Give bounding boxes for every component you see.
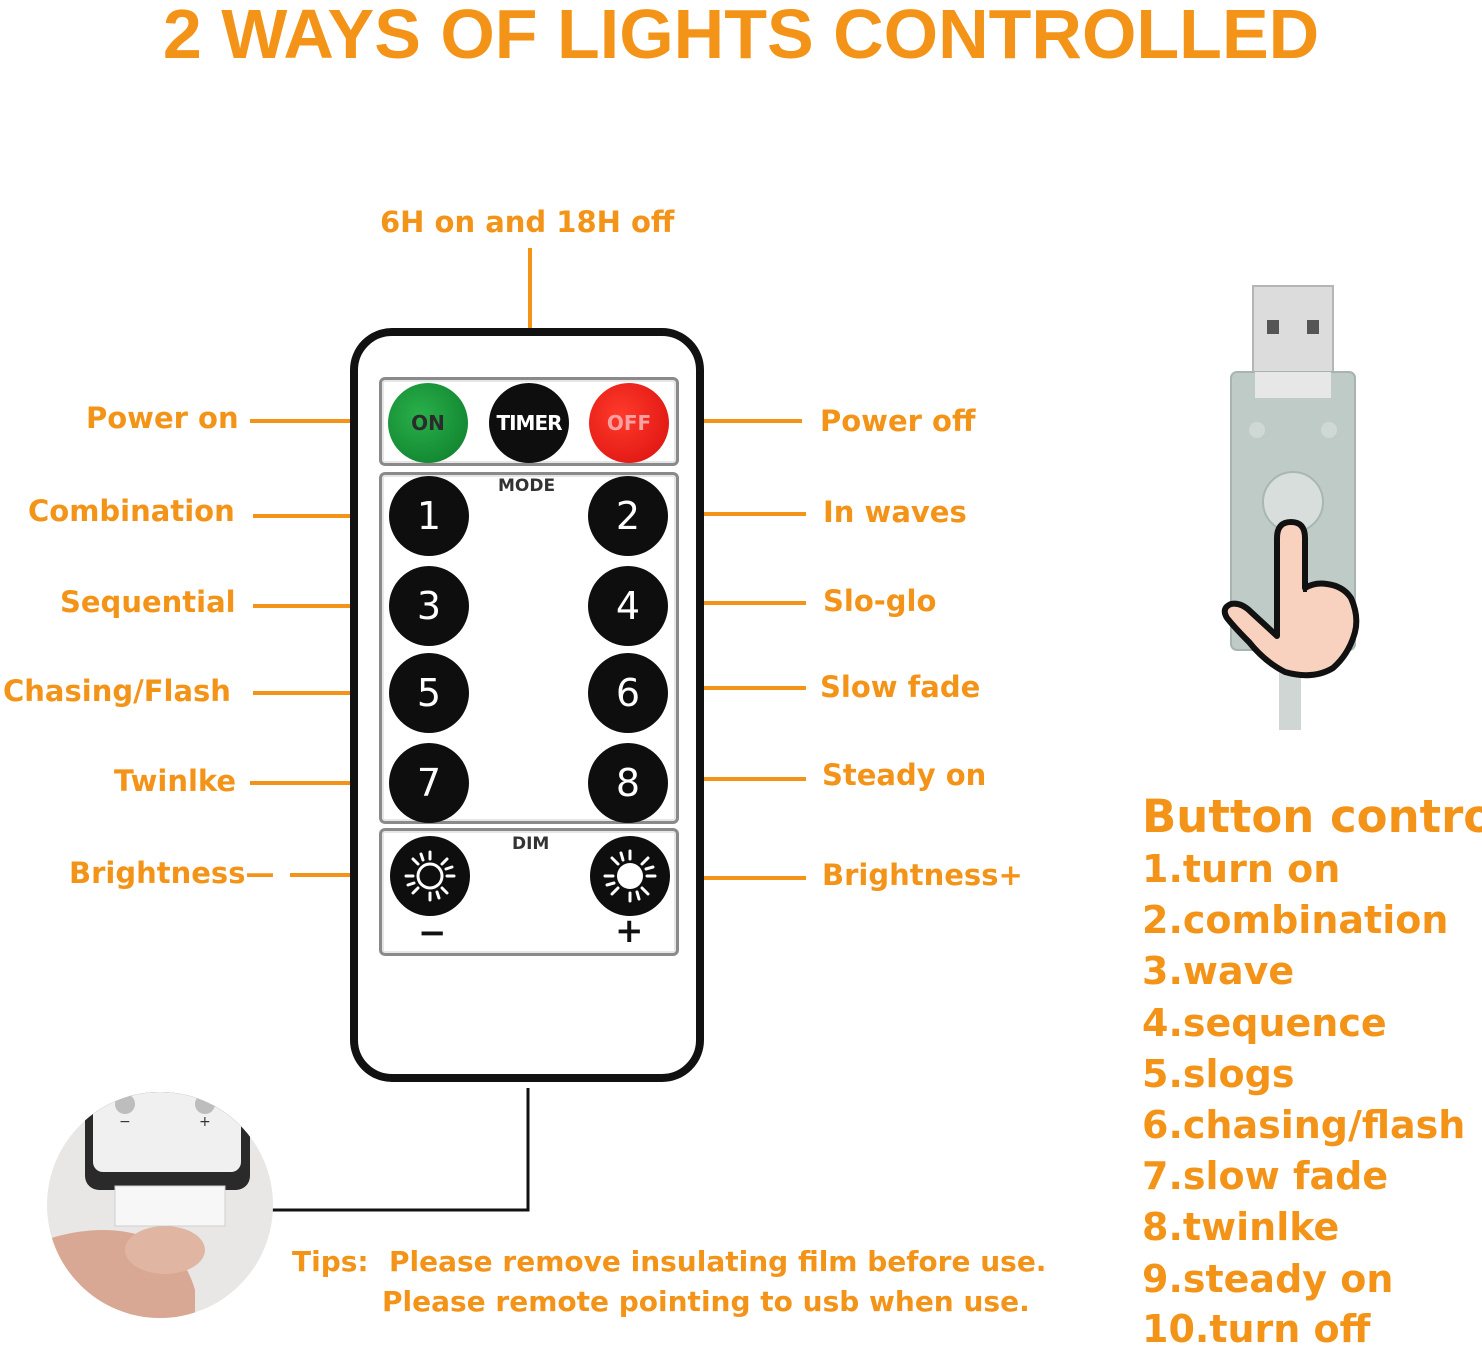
mode-button-1[interactable]: 1 (389, 476, 469, 556)
svg-text:−: − (119, 1114, 131, 1130)
brightness-plus-button[interactable] (590, 836, 670, 916)
battery-photo-icon: − + (47, 1092, 273, 1318)
mode-button-7[interactable]: 7 (389, 743, 469, 823)
label-sequential: Sequential (60, 585, 236, 619)
button-control-title: Button control (1142, 790, 1482, 843)
sun-bright-icon (603, 849, 657, 903)
label-twinkle: Twinlke (114, 764, 237, 798)
label-slo-glo: Slo-glo (823, 584, 937, 618)
dim-panel (379, 828, 679, 956)
label-in-waves: In waves (823, 495, 967, 529)
label-power-off: Power off (820, 404, 976, 438)
button-control-item: 4.sequence (1142, 1001, 1387, 1045)
tips-prefix: Tips: (292, 1245, 369, 1278)
mode-button-5[interactable]: 5 (389, 653, 469, 733)
plus-sign: + (615, 911, 644, 951)
dim-label: DIM (512, 834, 550, 854)
button-control-item: 6.chasing/flash (1142, 1103, 1466, 1147)
button-control-item: 9.steady on (1142, 1257, 1394, 1301)
tips-line-1: Please remove insulating film before use… (389, 1245, 1047, 1278)
mode-button-8[interactable]: 8 (588, 743, 668, 823)
button-control-item: 8.twinlke (1142, 1205, 1340, 1249)
button-control-item: 10.turn off (1142, 1307, 1371, 1351)
mode-button-6[interactable]: 6 (588, 653, 668, 733)
label-power-on: Power on (86, 401, 239, 435)
mode-label: MODE (498, 476, 556, 496)
label-steady-on: Steady on (822, 758, 987, 792)
usb-controller-icon (1221, 285, 1360, 730)
timer-description: 6H on and 18H off (380, 205, 675, 239)
label-brightness-minus: Brightness— (69, 856, 275, 890)
button-control-item: 1.turn on (1142, 847, 1341, 891)
tips-line-2: Please remote pointing to usb when use. (382, 1285, 1030, 1318)
page-title: 2 WAYS OF LIGHTS CONTROLLED (162, 0, 1320, 73)
timer-button[interactable]: TIMER (489, 383, 569, 463)
label-chasing-flash: Chasing/Flash (3, 674, 231, 708)
on-button[interactable]: ON (388, 383, 468, 463)
off-button[interactable]: OFF (589, 383, 669, 463)
button-control-item: 5.slogs (1142, 1052, 1295, 1096)
brightness-minus-button[interactable] (390, 836, 470, 916)
label-combination: Combination (28, 494, 235, 528)
mode-button-4[interactable]: 4 (588, 566, 668, 646)
top-button-panel (379, 377, 679, 466)
label-brightness-plus: Brightness+ (822, 858, 1023, 892)
button-control-item: 7.slow fade (1142, 1154, 1389, 1198)
sun-dim-icon (404, 850, 456, 902)
button-control-item: 3.wave (1142, 949, 1295, 993)
mode-button-3[interactable]: 3 (389, 566, 469, 646)
label-slow-fade: Slow fade (820, 670, 981, 704)
minus-sign: − (418, 913, 447, 953)
button-control-item: 2.combination (1142, 898, 1449, 942)
mode-panel (379, 472, 679, 824)
pointing-hand-icon (1221, 519, 1360, 679)
mode-button-2[interactable]: 2 (588, 476, 668, 556)
svg-text:+: + (199, 1114, 211, 1130)
